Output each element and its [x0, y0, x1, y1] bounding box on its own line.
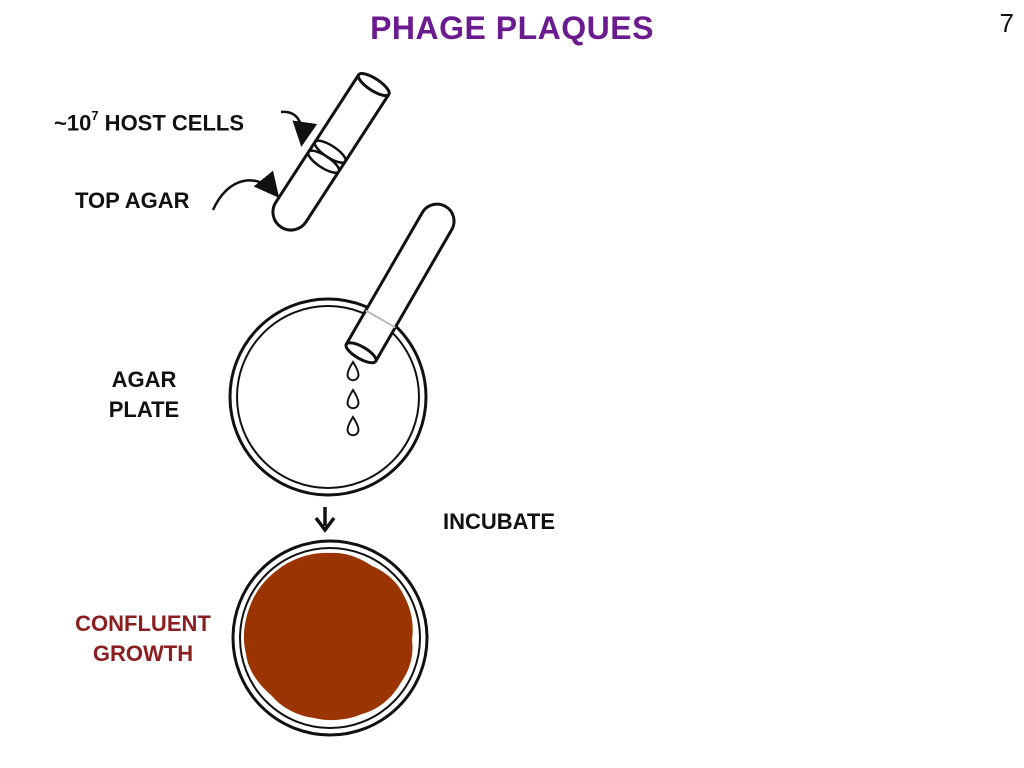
bacterial-lawn — [243, 552, 413, 721]
top-agar-label: TOP AGAR — [75, 188, 190, 213]
page-number: 7 — [999, 8, 1014, 38]
droplet-icon — [346, 360, 360, 382]
pouring-tube-icon — [344, 202, 456, 365]
agar-plate-label: AGAR PLATE — [108, 367, 180, 422]
top-agar-arrow — [211, 170, 280, 211]
confluent-growth-label: CONFLUENT GROWTH — [75, 611, 211, 666]
droplet-icon — [346, 415, 360, 437]
test-tube-icon — [271, 72, 391, 232]
confluent-plate-icon — [231, 539, 429, 737]
host-cells-arrow — [280, 110, 318, 147]
page-title: PHAGE PLAQUES — [370, 10, 654, 46]
droplet-icon — [346, 388, 360, 410]
agar-plate-icon — [228, 297, 428, 497]
incubate-label: INCUBATE — [443, 509, 556, 534]
down-arrow-icon — [314, 507, 336, 533]
host-cells-label: ~107 HOST CELLS — [54, 108, 245, 136]
